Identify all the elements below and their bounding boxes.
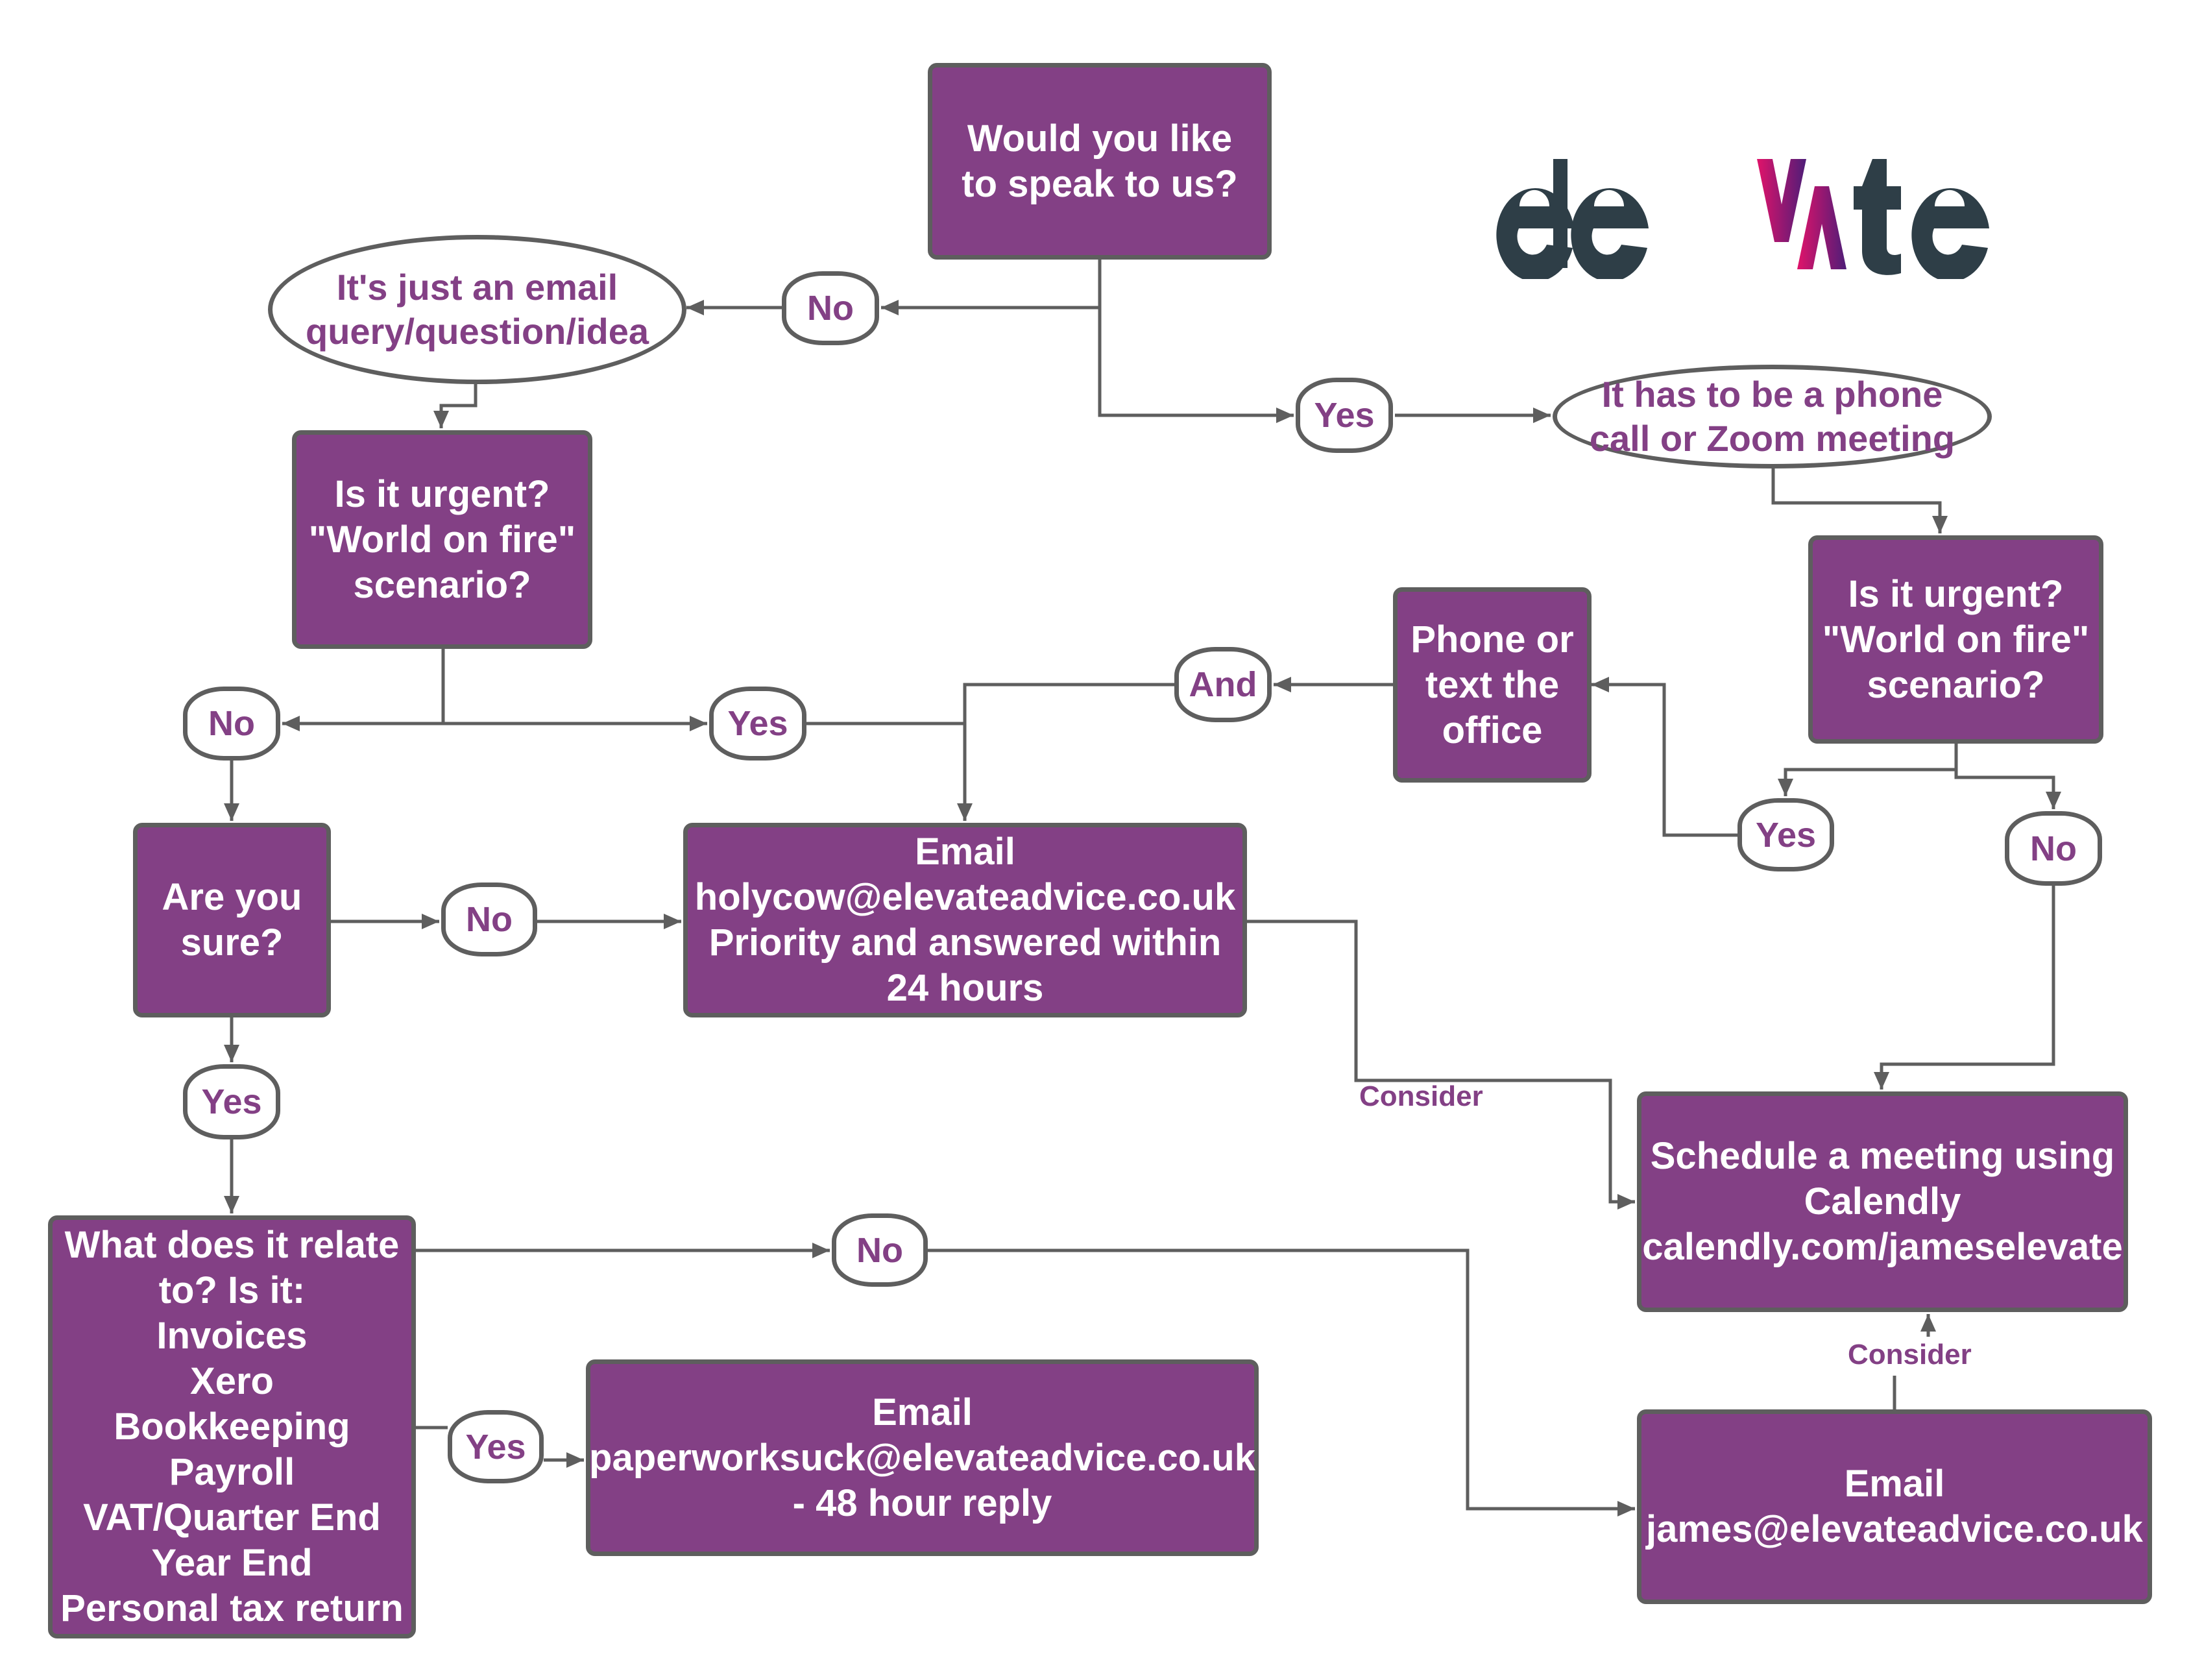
- decision-no-left[interactable]: No: [183, 687, 280, 761]
- arrowhead: [433, 411, 449, 428]
- decision-no-right[interactable]: No: [2005, 811, 2102, 886]
- node-phone-call[interactable]: It has to be a phone call or Zoom meetin…: [1553, 365, 1992, 469]
- arrowhead: [690, 716, 707, 731]
- edge-urgent-right-yes: [1784, 744, 1958, 796]
- arrowhead: [1874, 1072, 1889, 1090]
- logo-v-mark: [1757, 159, 1806, 242]
- arrowhead: [1617, 1194, 1635, 1210]
- decision-yes-top[interactable]: Yes: [1296, 378, 1393, 453]
- edge-yesmid-email: [806, 722, 967, 821]
- edge-yesright-phoneoffice: [1592, 683, 1737, 837]
- decision-yes-mid-text: Yes: [727, 704, 788, 743]
- arrowhead: [282, 716, 300, 731]
- node-start-text: Would you like to speak to us?: [962, 117, 1238, 205]
- decision-yes-sure-text: Yes: [201, 1082, 262, 1121]
- arrowhead: [2046, 792, 2061, 809]
- arrowhead: [686, 300, 704, 315]
- decision-no-sure-text: No: [466, 900, 513, 939]
- node-start[interactable]: Would you like to speak to us?: [928, 63, 1272, 260]
- decision-no-relate-text: No: [856, 1230, 903, 1270]
- node-urgent-left[interactable]: Is it urgent? "World on fire" scenario?: [292, 430, 592, 649]
- node-urgent-right[interactable]: Is it urgent? "World on fire" scenario?: [1808, 535, 2103, 744]
- edge-urgent-right-no: [1954, 770, 2055, 809]
- arrowhead: [812, 1243, 830, 1258]
- edge-emailquery-urgent: [439, 384, 478, 428]
- decision-no-left-text: No: [208, 704, 255, 743]
- node-email-query-text: It's just an email query/question/idea: [306, 267, 649, 352]
- arrowhead: [1920, 1314, 1936, 1332]
- decision-and[interactable]: And: [1174, 647, 1272, 722]
- logo-dark-letters: [1496, 159, 1989, 279]
- node-email-holycow[interactable]: Email holycow@elevateadvice.co.uk Priori…: [683, 823, 1247, 1017]
- decision-yes-top-text: Yes: [1314, 396, 1375, 435]
- decision-no-sure[interactable]: No: [441, 883, 537, 956]
- edge-start-no: [881, 260, 1102, 310]
- arrowhead: [224, 803, 239, 821]
- decision-yes-relate[interactable]: Yes: [448, 1410, 544, 1483]
- decision-no-relate[interactable]: No: [832, 1213, 928, 1287]
- arrowhead: [957, 803, 973, 821]
- elevate-logo: [1496, 159, 1989, 279]
- arrowhead: [224, 1045, 239, 1062]
- node-urgent-right-text: Is it urgent? "World on fire" scenario?: [1822, 572, 2090, 706]
- arrowhead: [664, 914, 681, 929]
- node-email-paperwork[interactable]: Email paperworksuck@elevateadvice.co.uk …: [586, 1359, 1259, 1556]
- arrowhead: [1778, 779, 1793, 796]
- arrowhead: [1533, 408, 1551, 423]
- edge-label-consider-2: Consider: [1848, 1339, 1972, 1370]
- arrowhead: [1592, 677, 1609, 692]
- decision-yes-right-text: Yes: [1755, 815, 1817, 855]
- decision-no-top-text: No: [807, 289, 854, 328]
- node-are-you-sure-text: Are you sure?: [162, 876, 302, 964]
- decision-no-top[interactable]: No: [782, 271, 879, 345]
- node-email-james-text: Email james@elevateadvice.co.uk: [1646, 1463, 2143, 1550]
- node-calendly-text: Schedule a meeting using Calendly calend…: [1642, 1135, 2123, 1268]
- edge-phone-urgent: [1771, 469, 1942, 533]
- node-what-relate-text: What does it relate to? Is it: Invoices …: [60, 1224, 404, 1629]
- node-email-paperwork-text: Email paperworksuck@elevateadvice.co.uk …: [589, 1391, 1255, 1524]
- edge-noright-calendly: [1880, 886, 2055, 1090]
- arrowhead: [1932, 516, 1948, 533]
- arrowhead: [881, 300, 899, 315]
- logo-a-mark: [1797, 186, 1846, 269]
- arrowhead: [224, 1196, 239, 1213]
- edge-label-consider-1: Consider: [1359, 1080, 1483, 1112]
- edge-holycow-calendly: [1247, 919, 1635, 1204]
- arrowhead: [566, 1452, 584, 1468]
- decision-yes-mid[interactable]: Yes: [709, 687, 806, 761]
- node-email-query[interactable]: It's just an email query/question/idea: [268, 235, 686, 384]
- edge-and-email: [963, 683, 1174, 821]
- decision-yes-sure[interactable]: Yes: [183, 1064, 280, 1139]
- edge-start-yes: [1098, 308, 1294, 417]
- decision-no-right-text: No: [2030, 829, 2077, 868]
- node-are-you-sure[interactable]: Are you sure?: [133, 823, 331, 1017]
- node-email-holycow-text: Email holycow@elevateadvice.co.uk Priori…: [694, 831, 1236, 1009]
- node-phone-office-text: Phone or text the office: [1410, 618, 1574, 751]
- decision-yes-relate-text: Yes: [465, 1427, 526, 1467]
- node-phone-office[interactable]: Phone or text the office: [1393, 587, 1592, 783]
- node-email-james[interactable]: Email james@elevateadvice.co.uk: [1637, 1409, 2152, 1604]
- decision-yes-right[interactable]: Yes: [1737, 798, 1834, 871]
- arrowhead: [1274, 677, 1291, 692]
- node-urgent-left-text: Is it urgent? "World on fire" scenario?: [308, 472, 576, 606]
- arrowhead: [1617, 1501, 1635, 1516]
- node-what-relate[interactable]: What does it relate to? Is it: Invoices …: [48, 1215, 416, 1638]
- edge-urgent-left-split: [282, 649, 445, 725]
- decision-and-text: And: [1189, 665, 1257, 704]
- arrowhead: [422, 914, 439, 929]
- edge-no-james: [928, 1248, 1635, 1511]
- node-phone-call-text: It has to be a phone call or Zoom meetin…: [1589, 374, 1955, 459]
- arrowhead: [1276, 408, 1294, 423]
- node-calendly[interactable]: Schedule a meeting using Calendly calend…: [1637, 1091, 2128, 1312]
